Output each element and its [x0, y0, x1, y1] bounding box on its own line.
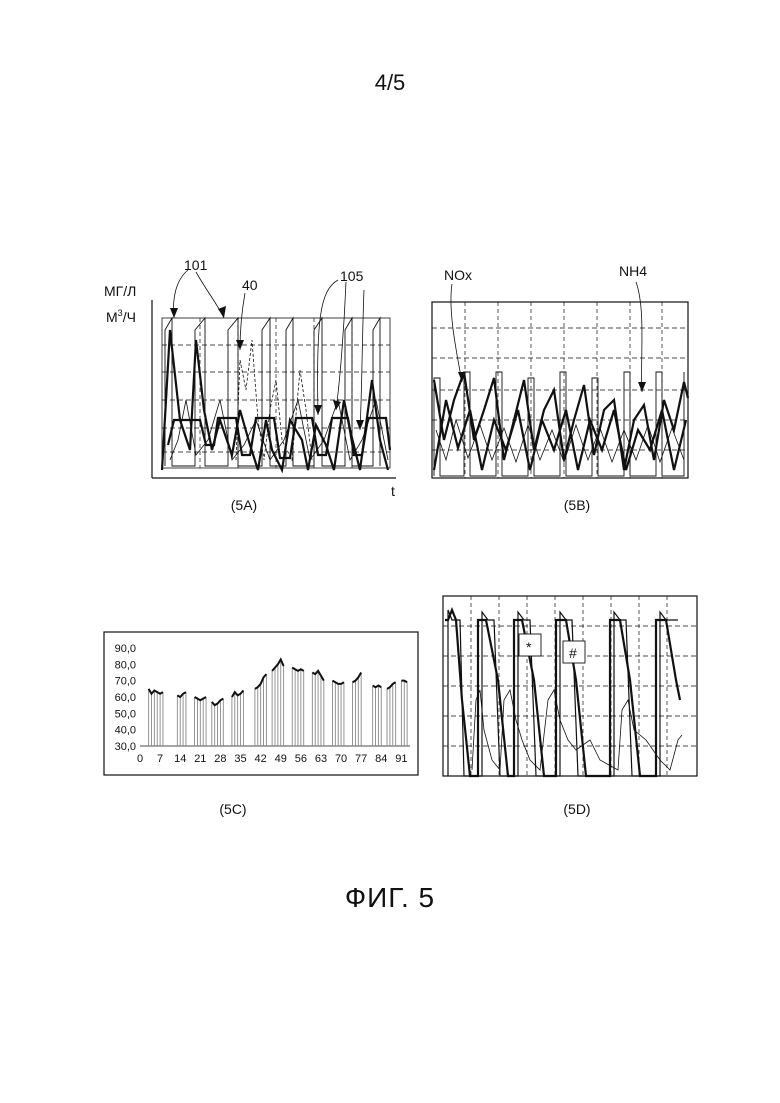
panel-5d-caption: (5D) [537, 801, 617, 817]
marker-star: * [526, 639, 532, 655]
figure-title: ФИГ. 5 [0, 882, 780, 914]
marker-hash: # [569, 645, 577, 661]
